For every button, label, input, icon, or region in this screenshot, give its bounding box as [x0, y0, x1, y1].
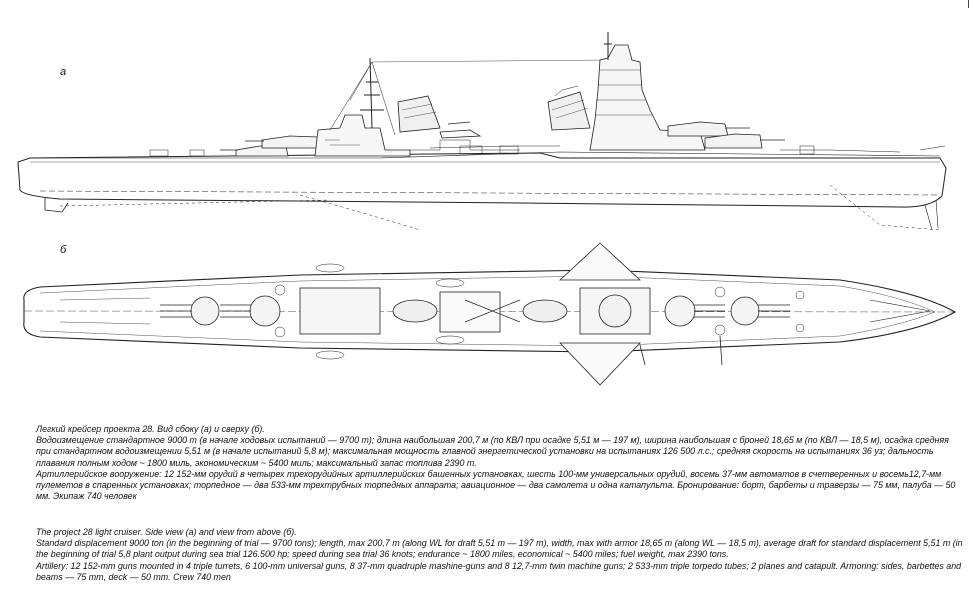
side-aft-turret-2 — [261, 135, 321, 149]
top-boats — [315, 263, 465, 360]
side-aft-superstructure — [314, 114, 411, 157]
side-rudder — [44, 198, 69, 213]
caption-en-title: The project 28 light cruiser. Side view … — [36, 527, 297, 537]
top-aft-superstructure — [299, 287, 381, 335]
side-view — [17, 32, 947, 231]
caption-ru-specs: Водоизмещение стандартное 9000 т (в нача… — [36, 435, 949, 468]
caption-en-specs: Standard displacement 9000 ton (in the b… — [36, 538, 963, 560]
top-view — [23, 242, 957, 386]
side-fore-mast — [604, 32, 612, 60]
side-fwd-turret-1 — [667, 121, 729, 137]
caption-ru-armament: Артиллерийское вооружение: 12 152-мм ору… — [36, 468, 956, 502]
side-deck-rail — [30, 151, 941, 159]
side-view-label: а — [60, 66, 67, 78]
top-aft-turret-2 — [249, 295, 281, 327]
side-hull — [17, 152, 947, 208]
side-aft-turret-1 — [235, 145, 289, 157]
side-aircraft — [439, 121, 482, 139]
top-fwd-turret-2 — [730, 296, 760, 326]
top-aft-turret-1 — [190, 296, 220, 326]
side-waterline — [39, 190, 941, 196]
side-aft-mast — [360, 57, 384, 129]
top-wing-upper — [558, 242, 642, 281]
side-funnel-fwd — [547, 91, 591, 131]
top-catapult — [464, 299, 521, 323]
caption-english: The project 28 light cruiser. Side view … — [36, 527, 964, 583]
side-fwd-turret-2 — [704, 133, 763, 149]
top-funnel-fwd — [522, 299, 568, 323]
caption-ru-title: Легкий крейсер проекта 28. Вид сбоку (а)… — [36, 424, 265, 434]
side-funnel-aft — [397, 95, 441, 133]
ship-drawing — [17, 32, 957, 386]
caption-en-armament: Artillery: 12 152-mm guns mounted in 4 t… — [36, 560, 962, 582]
caption-russian: Легкий крейсер проекта 28. Вид сбоку (а)… — [36, 424, 964, 502]
top-wing-lower — [559, 342, 641, 386]
corner-tick — [968, 0, 969, 8]
top-view-label: б — [60, 244, 67, 256]
top-funnel-aft — [392, 299, 438, 323]
top-fwd-turret-1 — [664, 295, 696, 327]
